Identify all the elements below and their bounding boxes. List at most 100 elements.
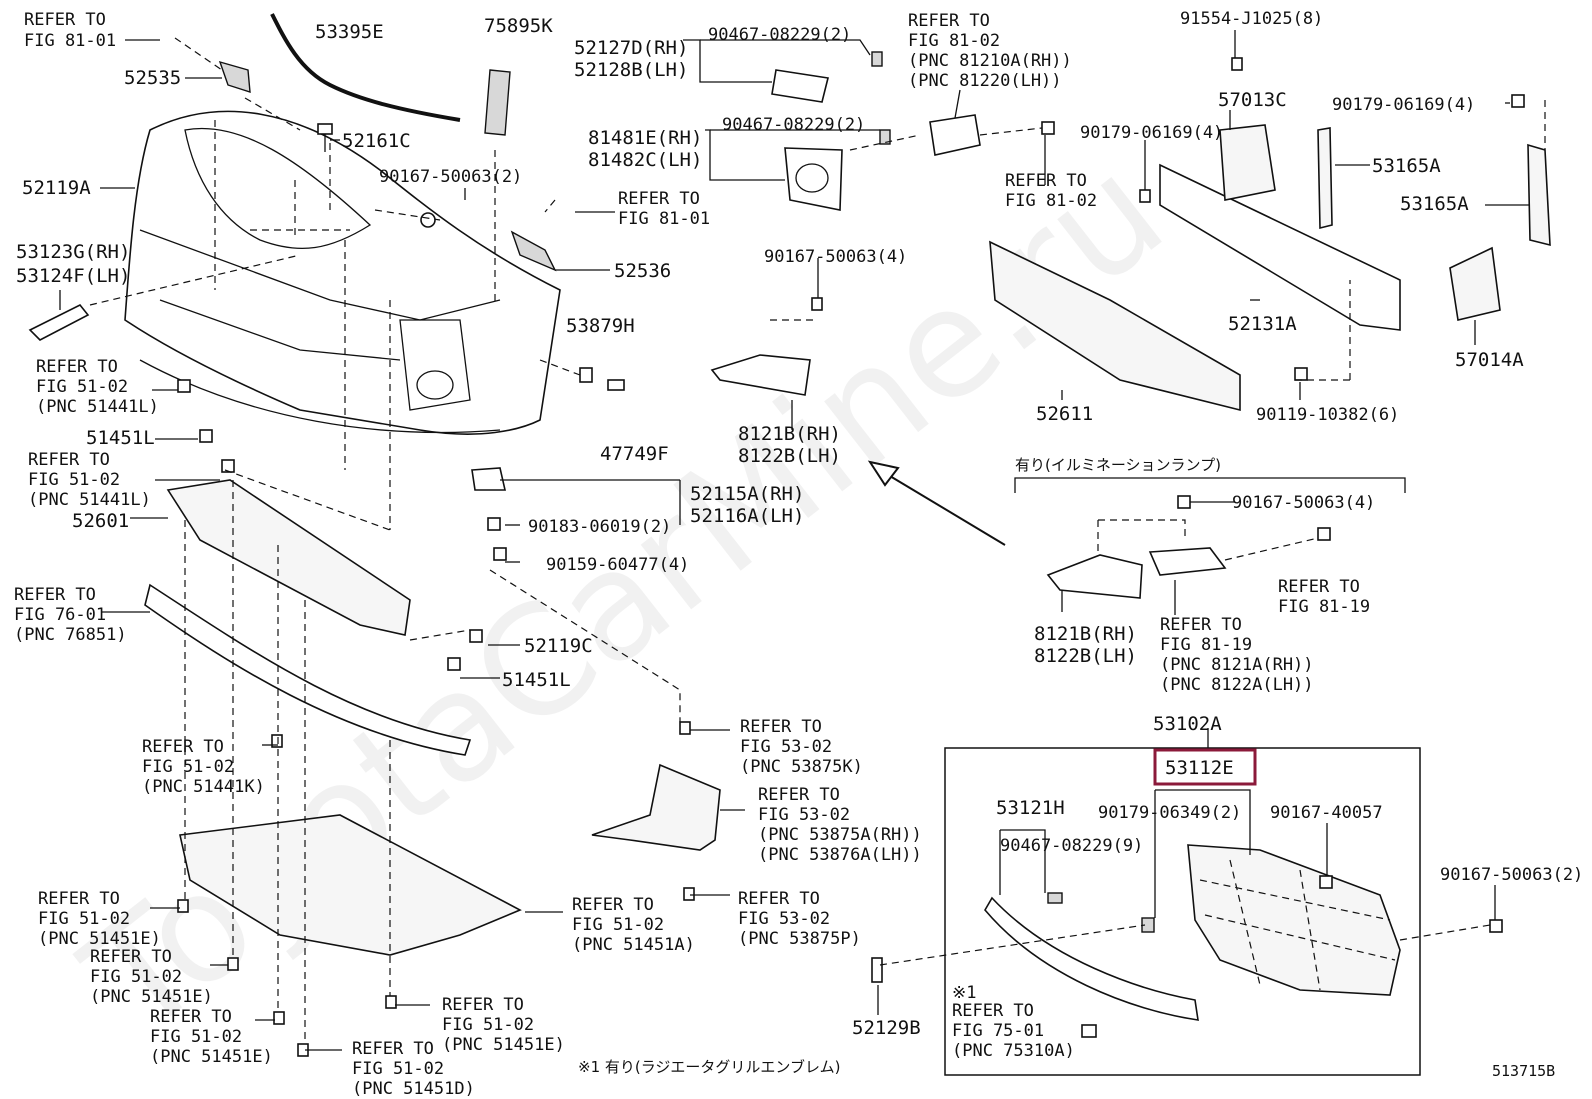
label-footnote[interactable]: ※1 有り(ラジエータグリルエンブレム) (578, 1058, 841, 1076)
label-refer-53875a-a[interactable]: REFER TO (758, 785, 840, 805)
label-refer-51451e-4c[interactable]: (PNC 51451E) (442, 1035, 565, 1055)
label-refer-51451d-a[interactable]: REFER TO (352, 1039, 434, 1059)
label-refer-51451e-1c[interactable]: (PNC 51451E) (38, 929, 161, 949)
label-53102a[interactable]: 53102A (1153, 713, 1222, 735)
label-52161c[interactable]: 52161C (342, 130, 411, 152)
label-57014a[interactable]: 57014A (1455, 349, 1524, 371)
label-refer-76-01-a[interactable]: REFER TO (14, 585, 96, 605)
label-53121h[interactable]: 53121H (996, 797, 1065, 819)
label-refer-51451e-4a[interactable]: REFER TO (442, 995, 524, 1015)
label-53165a-bottom[interactable]: 53165A (1400, 193, 1469, 215)
label-90167-50063-2[interactable]: 90167-50063(2) (379, 167, 522, 187)
label-90183-06019[interactable]: 90183-06019(2) (528, 517, 671, 537)
label-refer-53875p-b[interactable]: FIG 53-02 (738, 909, 830, 929)
label-note1-mark[interactable]: ※1 (952, 983, 976, 1003)
label-90167-50063-4-top[interactable]: 90167-50063(4) (764, 247, 907, 267)
label-refer-53875a-d[interactable]: (PNC 53876A(LH)) (758, 845, 922, 865)
label-refer-53875k-c[interactable]: (PNC 53875K) (740, 757, 863, 777)
label-refer-53875a-b[interactable]: FIG 53-02 (758, 805, 850, 825)
label-refer-81-19-f[interactable]: (PNC 8122A(LH)) (1160, 675, 1314, 695)
label-refer-51441l-a[interactable]: REFER TO (36, 357, 118, 377)
label-81482c[interactable]: 81482C(LH) (588, 149, 702, 171)
label-refer-81-02-b[interactable]: FIG 81-02 (908, 31, 1000, 51)
label-refer-51451e-2a[interactable]: REFER TO (90, 947, 172, 967)
label-refer-51451e-4b[interactable]: FIG 51-02 (442, 1015, 534, 1035)
label-refer-53875p-a[interactable]: REFER TO (738, 889, 820, 909)
label-53879h[interactable]: 53879H (566, 315, 635, 337)
label-refer-75-01-b[interactable]: FIG 75-01 (952, 1021, 1044, 1041)
label-52127d[interactable]: 52127D(RH) (574, 37, 688, 59)
label-90179-06169-left[interactable]: 90179-06169(4) (1080, 123, 1223, 143)
label-refer-81-19-b[interactable]: FIG 81-19 (1278, 597, 1370, 617)
label-refer-51451e-3b[interactable]: FIG 51-02 (150, 1027, 242, 1047)
label-52115a[interactable]: 52115A(RH) (690, 483, 804, 505)
label-refer-51441l-d[interactable]: REFER TO (28, 450, 110, 470)
label-53112e[interactable]: 53112E (1165, 757, 1234, 779)
label-refer-51451e-3c[interactable]: (PNC 51451E) (150, 1047, 273, 1067)
label-90159-60477[interactable]: 90159-60477(4) (546, 555, 689, 575)
label-refer-81-19-c[interactable]: REFER TO (1160, 615, 1242, 635)
label-refer-51451e-3a[interactable]: REFER TO (150, 1007, 232, 1027)
label-refer-81-01-b[interactable]: FIG 81-01 (24, 31, 116, 51)
label-refer-51441k-b[interactable]: FIG 51-02 (142, 757, 234, 777)
label-51451l-bottom[interactable]: 51451L (502, 669, 571, 691)
label-refer-76-01-b[interactable]: FIG 76-01 (14, 605, 106, 625)
label-90119-10382[interactable]: 90119-10382(6) (1256, 405, 1399, 425)
label-52119c[interactable]: 52119C (524, 635, 593, 657)
label-refer-81-19-e[interactable]: (PNC 8121A(RH)) (1160, 655, 1314, 675)
label-refer-51451e-2b[interactable]: FIG 51-02 (90, 967, 182, 987)
label-refer-51441l-c[interactable]: (PNC 51441L) (36, 397, 159, 417)
label-52119a[interactable]: 52119A (22, 177, 91, 199)
label-90467-08229-grille[interactable]: 90467-08229(9) (1000, 836, 1143, 856)
label-8122b-ill[interactable]: 8122B(LH) (1034, 645, 1137, 667)
label-refer-53875k-b[interactable]: FIG 53-02 (740, 737, 832, 757)
label-52128b[interactable]: 52128B(LH) (574, 59, 688, 81)
label-90167-50063-4-ill[interactable]: 90167-50063(4) (1232, 493, 1375, 513)
label-91554-j1025[interactable]: 91554-J1025(8) (1180, 9, 1323, 29)
label-refer-53875a-c[interactable]: (PNC 53875A(RH)) (758, 825, 922, 845)
label-refer-81-02-d[interactable]: (PNC 81220(LH)) (908, 71, 1062, 91)
label-53123g[interactable]: 53123G(RH) (16, 241, 130, 263)
label-90467-08229-top[interactable]: 90467-08229(2) (708, 25, 851, 45)
label-90179-06349[interactable]: 90179-06349(2) (1098, 803, 1241, 823)
label-refer-51451e-1a[interactable]: REFER TO (38, 889, 120, 909)
label-refer-51451a-a[interactable]: REFER TO (572, 895, 654, 915)
label-refer-51451d-c[interactable]: (PNC 51451D) (352, 1079, 475, 1099)
label-refer-51451e-2c[interactable]: (PNC 51451E) (90, 987, 213, 1007)
label-refer-51441k-c[interactable]: (PNC 51441K) (142, 777, 265, 797)
label-refer-51451a-b[interactable]: FIG 51-02 (572, 915, 664, 935)
label-refer-81-02-e[interactable]: REFER TO (1005, 171, 1087, 191)
label-52601[interactable]: 52601 (72, 510, 129, 532)
label-47749f[interactable]: 47749F (600, 443, 669, 465)
label-refer-51451e-1b[interactable]: FIG 51-02 (38, 909, 130, 929)
label-refer-76-01-c[interactable]: (PNC 76851) (14, 625, 127, 645)
label-75895k[interactable]: 75895K (484, 15, 553, 37)
label-52131a[interactable]: 52131A (1228, 313, 1297, 335)
label-refer-51451d-b[interactable]: FIG 51-02 (352, 1059, 444, 1079)
label-52611[interactable]: 52611 (1036, 403, 1093, 425)
label-refer-81-01-c[interactable]: REFER TO (618, 189, 700, 209)
label-refer-51441k-a[interactable]: REFER TO (142, 737, 224, 757)
label-8121b-ill[interactable]: 8121B(RH) (1034, 623, 1137, 645)
label-52536[interactable]: 52536 (614, 260, 671, 282)
label-refer-81-19-a[interactable]: REFER TO (1278, 577, 1360, 597)
label-8122b-top[interactable]: 8122B(LH) (738, 445, 841, 467)
label-53124f[interactable]: 53124F(LH) (16, 265, 130, 287)
label-refer-75-01-a[interactable]: REFER TO (952, 1001, 1034, 1021)
label-90167-50063-2-grille[interactable]: 90167-50063(2) (1440, 865, 1583, 885)
label-refer-81-02-f[interactable]: FIG 81-02 (1005, 191, 1097, 211)
label-refer-81-02-a[interactable]: REFER TO (908, 11, 990, 31)
label-refer-81-19-d[interactable]: FIG 81-19 (1160, 635, 1252, 655)
label-refer-75-01-c[interactable]: (PNC 75310A) (952, 1041, 1075, 1061)
label-illumination-note[interactable]: 有り(イルミネーションランプ) (1015, 456, 1221, 474)
label-refer-53875p-c[interactable]: (PNC 53875P) (738, 929, 861, 949)
label-53165a-top[interactable]: 53165A (1372, 155, 1441, 177)
label-90467-08229-mid[interactable]: 90467-08229(2) (722, 115, 865, 135)
label-51451l-top[interactable]: 51451L (86, 427, 155, 449)
label-52116a[interactable]: 52116A(LH) (690, 505, 804, 527)
label-refer-81-01-d[interactable]: FIG 81-01 (618, 209, 710, 229)
label-8121b-top[interactable]: 8121B(RH) (738, 423, 841, 445)
label-refer-51441l-b[interactable]: FIG 51-02 (36, 377, 128, 397)
label-refer-51451a-c[interactable]: (PNC 51451A) (572, 935, 695, 955)
label-refer-51441l-f[interactable]: (PNC 51441L) (28, 490, 151, 510)
